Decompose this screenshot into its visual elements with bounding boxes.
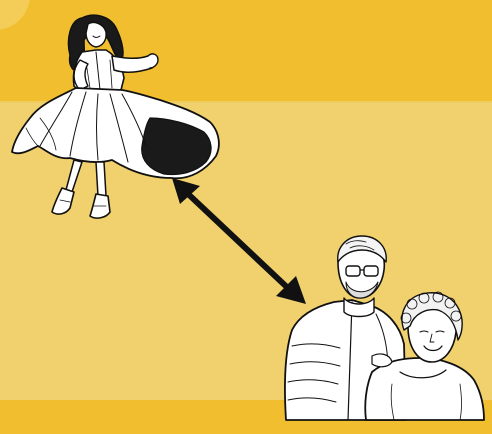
- double-headed-arrow-icon: [172, 178, 306, 304]
- elderly-couple-illustration: [285, 236, 484, 420]
